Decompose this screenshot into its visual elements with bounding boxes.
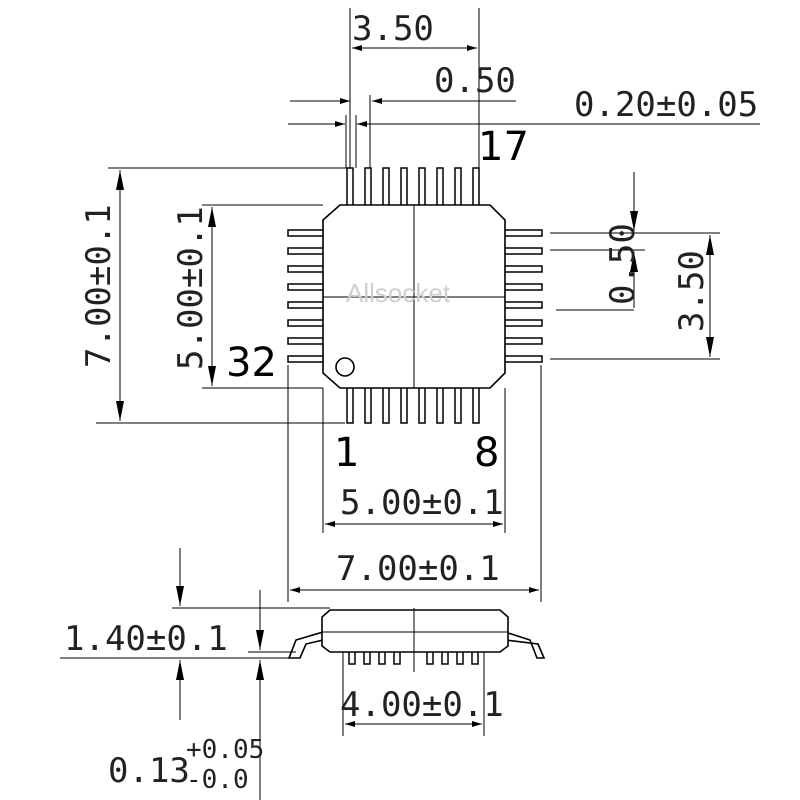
pin-top <box>418 167 426 209</box>
pin-left <box>287 319 327 327</box>
pin-bottom <box>382 384 390 424</box>
pin-top <box>436 167 444 209</box>
dim-right-pitch: 0.50 <box>603 223 643 305</box>
pin-top <box>454 167 462 209</box>
pin-left <box>287 283 327 291</box>
left-pins <box>287 229 327 363</box>
pin-bottom <box>400 384 408 424</box>
pin-bottom <box>346 384 354 424</box>
pin-label-1: 1 <box>334 430 359 476</box>
pin-right <box>501 301 543 309</box>
pin-bottom <box>364 384 372 424</box>
pin-right <box>501 265 543 273</box>
right-pins <box>501 229 543 363</box>
pin-bottom <box>418 384 426 424</box>
pin-bottom <box>454 384 462 424</box>
watermark-text: Allsocket <box>346 278 451 308</box>
side-lead-left <box>287 631 324 659</box>
pin-label-17: 17 <box>478 124 529 170</box>
pin-right <box>501 229 543 237</box>
pin-left <box>287 247 327 255</box>
dim-height: 1.40±0.1 <box>64 619 228 659</box>
dim-right-span: 3.50 <box>672 250 712 332</box>
pin-top <box>364 167 372 209</box>
dim-bottom-outer: 7.00±0.1 <box>336 549 500 589</box>
dim-bottom-body: 5.00±0.1 <box>340 483 504 523</box>
pin-left <box>287 355 327 363</box>
pin-top <box>382 167 390 209</box>
side-body <box>321 609 509 653</box>
dim-left-outer: 7.00±0.1 <box>79 204 119 368</box>
pin-left <box>287 229 327 237</box>
pin-bottom <box>436 384 444 424</box>
pin-top <box>346 167 354 209</box>
bottom-pins <box>346 384 480 424</box>
pin-left <box>287 337 327 345</box>
pin-right <box>501 355 543 363</box>
pin-label-8: 8 <box>474 430 499 476</box>
dim-lead-width: 0.20±0.05 <box>574 85 758 125</box>
pin-label-32: 32 <box>226 340 277 386</box>
dim-standoff-plus: +0.05 <box>186 735 264 765</box>
dim-standoff-minus: -0.0 <box>186 765 249 795</box>
pin-right <box>501 319 543 327</box>
dim-left-body: 5.00±0.1 <box>171 206 211 370</box>
side-view <box>287 608 546 672</box>
side-lead-right <box>504 631 546 659</box>
top-pins <box>346 167 480 209</box>
pin-right <box>501 247 543 255</box>
pin-right <box>501 337 543 345</box>
dim-side-span: 4.00±0.1 <box>340 685 504 725</box>
pin-left <box>287 265 327 273</box>
pin1-marker-dot <box>335 357 355 377</box>
pin-right <box>501 283 543 291</box>
pin-top <box>472 167 480 209</box>
pin-top <box>400 167 408 209</box>
dim-top-pitch: 0.50 <box>434 61 516 101</box>
dim-standoff-base: 0.13 <box>108 751 190 791</box>
pin-bottom <box>472 384 480 424</box>
pin-left <box>287 301 327 309</box>
dim-top-pitch-span: 3.50 <box>352 9 434 49</box>
